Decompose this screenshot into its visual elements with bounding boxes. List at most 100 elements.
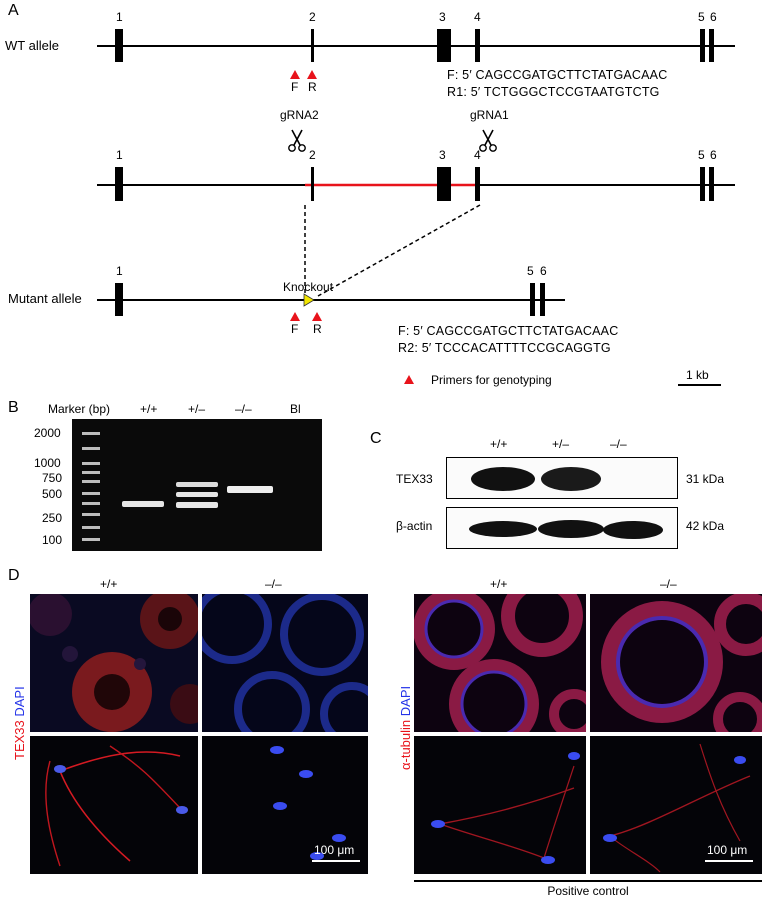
grna1-label: gRNA1	[470, 108, 509, 122]
gel-band-wt	[122, 501, 164, 507]
wt-exon-number-5: 5	[698, 10, 705, 24]
wb-protein-tex33: TEX33	[396, 472, 433, 486]
mut-exon-number-1: 1	[116, 264, 123, 278]
wt-exon-1	[115, 29, 123, 62]
wb-lane-label-ko: –/–	[610, 437, 627, 451]
mut-seq-f: F: 5′ CAGCCGATGCTTCTATGACAAC	[398, 324, 619, 338]
if-right-header-ko: –/–	[660, 577, 677, 591]
wb-lane-label-wt: +/+	[490, 437, 508, 451]
primers-legend-label: Primers for genotyping	[431, 373, 552, 387]
gel-band-het-middle	[176, 492, 218, 497]
mut-exon-number-6: 6	[540, 264, 547, 278]
wt-allele-label: WT allele	[5, 38, 59, 53]
if-left-header-wt: +/+	[100, 577, 118, 591]
wb-size-tex33: 31 kDa	[686, 472, 725, 486]
mid-exon-6	[709, 167, 714, 201]
scissors-icon-grna2	[288, 129, 306, 152]
gel-band-het-lower	[176, 502, 218, 508]
mut-primer-r-label: R	[313, 322, 322, 336]
gel-lane-label-ko: –/–	[235, 402, 252, 416]
if-image-tubulin-sperm-ko: 100 μm	[590, 736, 762, 874]
wb-size-actin: 42 kDa	[686, 519, 725, 533]
knockout-marker	[303, 293, 315, 307]
wt-exon-5	[700, 29, 705, 62]
mut-exon-number-5: 5	[527, 264, 534, 278]
wb-band-tex33-het	[541, 467, 601, 491]
scale-bar-right	[705, 860, 753, 862]
mid-exon-2	[311, 167, 314, 201]
if-image-tex33-tissue-wt	[30, 594, 198, 732]
if-image-tubulin-tissue-wt	[414, 594, 586, 732]
mid-exon-number-3: 3	[439, 148, 446, 162]
if-right-stain-label: α-tubulin DAPI	[398, 685, 413, 770]
marker-size-250: 250	[42, 511, 63, 525]
wt-exon-4	[475, 29, 480, 62]
marker-size-2000: 2000	[34, 426, 61, 440]
wt-exon-number-3: 3	[439, 10, 446, 24]
mut-primer-f-label: F	[291, 322, 299, 336]
gel-image	[72, 419, 322, 551]
mid-exon-4	[475, 167, 480, 201]
mid-exon-number-1: 1	[116, 148, 123, 162]
if-image-tex33-tissue-ko	[202, 594, 368, 732]
wb-lane-label-het: +/–	[552, 437, 570, 451]
wt-exon-3	[437, 29, 451, 62]
dashed-connector-right	[317, 204, 481, 297]
western-blot-tex33	[446, 457, 678, 499]
scale-bar-label: 1 kb	[686, 368, 709, 382]
if-left-stain-label: TEX33 DAPI	[12, 686, 27, 760]
mid-exon-number-6: 6	[710, 148, 717, 162]
knockout-label: Knockout	[283, 280, 334, 294]
scale-bar-right-label: 100 μm	[707, 843, 748, 857]
wt-exon-number-2: 2	[309, 10, 316, 24]
marker-size-100: 100	[42, 533, 63, 547]
marker-size-1000: 1000	[34, 456, 61, 470]
primer-legend-triangle	[404, 375, 414, 384]
if-right-header-wt: +/+	[490, 577, 508, 591]
mid-exon-1	[115, 167, 123, 201]
wt-primer-r-label: R	[308, 80, 317, 94]
wb-band-tex33-wt	[471, 467, 535, 491]
gel-lane-label-het: +/–	[188, 402, 206, 416]
mut-exon-5	[530, 283, 535, 316]
wt-exon-number-6: 6	[710, 10, 717, 24]
positive-control-label: Positive control	[547, 884, 629, 898]
wt-exon-2	[311, 29, 314, 62]
mut-exon-6	[540, 283, 545, 316]
scale-bar-left	[312, 860, 360, 862]
if-image-tubulin-tissue-ko	[590, 594, 762, 732]
wt-seq-f: F: 5′ CAGCCGATGCTTCTATGACAAC	[447, 68, 668, 82]
wt-seq-r1: R1: 5′ TCTGGGCTCCGTAATGTCTG	[447, 85, 660, 99]
if-image-tubulin-sperm-wt	[414, 736, 586, 874]
if-image-tex33-sperm-ko: 100 μm	[202, 736, 368, 874]
mid-exon-number-2: 2	[309, 148, 316, 162]
mut-primer-f-triangle	[290, 312, 300, 321]
wt-primer-r-triangle	[307, 70, 317, 79]
wb-band-actin-wt	[469, 521, 537, 537]
mut-seq-r2: R2: 5′ TCCCACATTTTCCGCAGGTG	[398, 341, 611, 355]
mid-exon-number-4: 4	[474, 148, 481, 162]
gel-lane-label-wt: +/+	[140, 402, 158, 416]
western-blot-actin	[446, 507, 678, 549]
panel-label-b: B	[8, 399, 19, 416]
wb-protein-actin: β-actin	[396, 519, 433, 533]
mut-primer-r-triangle	[312, 312, 322, 321]
scissors-icon-grna1	[479, 129, 497, 152]
scale-bar-left-label: 100 μm	[314, 843, 355, 857]
grna2-label: gRNA2	[280, 108, 319, 122]
if-image-tex33-sperm-wt	[30, 736, 198, 874]
mid-exon-number-5: 5	[698, 148, 705, 162]
wt-primer-f-triangle	[290, 70, 300, 79]
wb-band-actin-ko	[603, 521, 663, 539]
panel-label-d: D	[8, 567, 20, 584]
gel-ladder	[82, 432, 100, 541]
wt-exon-number-1: 1	[116, 10, 123, 24]
marker-size-750: 750	[42, 471, 63, 485]
mid-exon-3	[437, 167, 451, 201]
panel-label-a: A	[8, 2, 19, 19]
marker-header: Marker (bp)	[48, 402, 111, 416]
wt-exon-number-4: 4	[474, 10, 481, 24]
mut-exon-1	[115, 283, 123, 316]
mutant-allele-label: Mutant allele	[8, 291, 82, 306]
